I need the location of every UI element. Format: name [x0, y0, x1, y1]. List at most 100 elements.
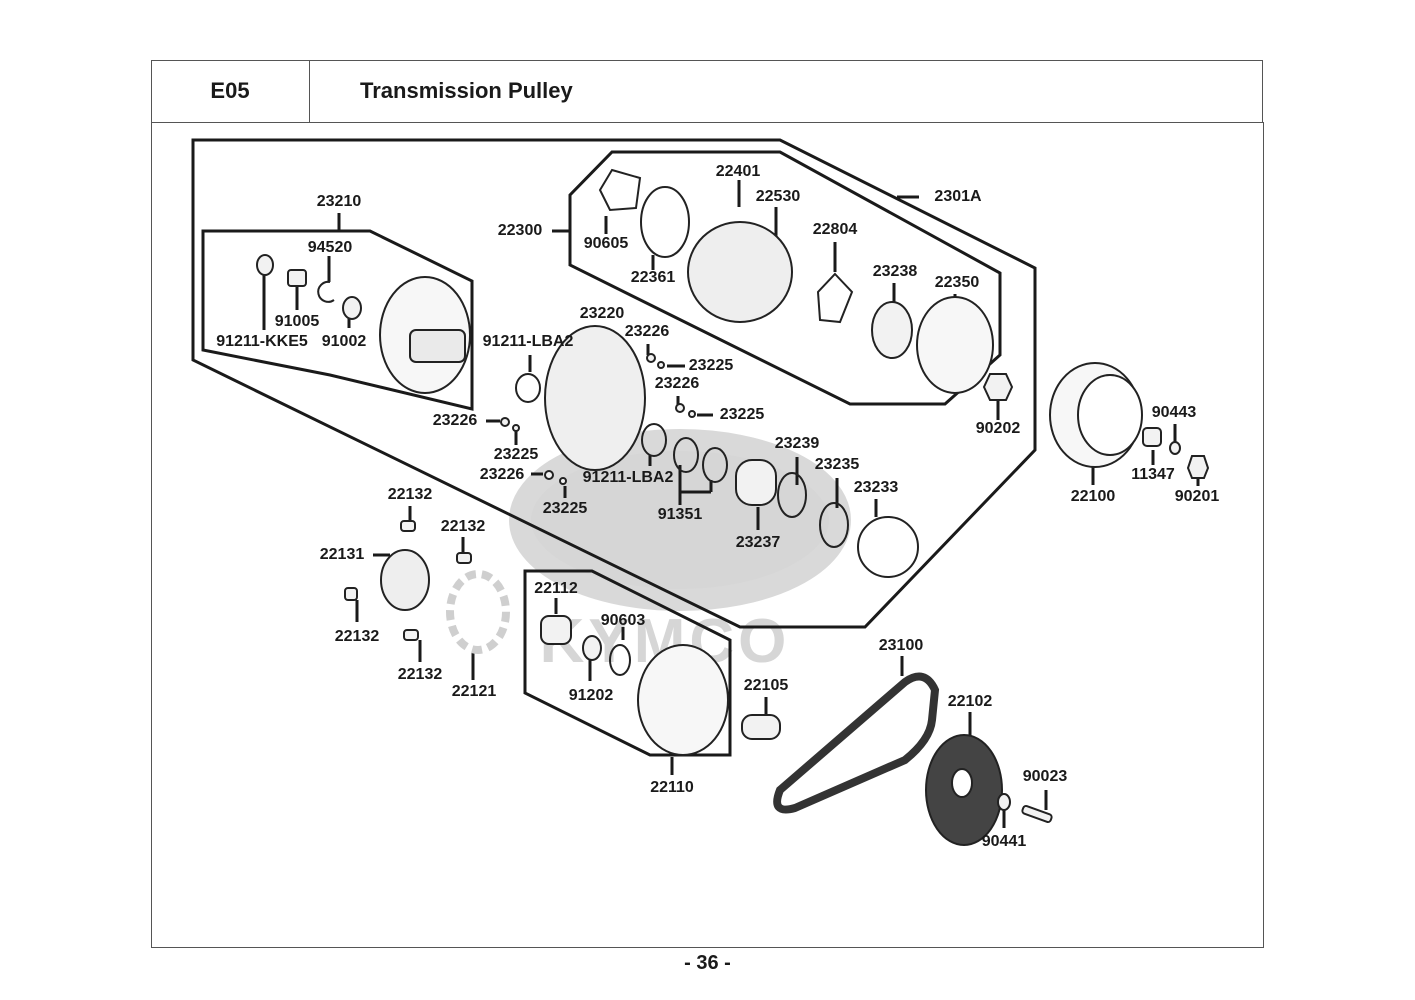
callout-label[interactable]: 23233 — [853, 479, 899, 496]
callout-label[interactable]: 23225 — [542, 500, 588, 517]
callout-label[interactable]: 91005 — [274, 313, 320, 330]
callout-label[interactable]: 22100 — [1070, 488, 1116, 505]
callout-label[interactable]: 90441 — [981, 833, 1027, 850]
callout-label[interactable]: 23238 — [872, 263, 918, 280]
callout-label[interactable]: 22804 — [812, 221, 858, 238]
part-22131 — [380, 549, 430, 611]
part-91351-a — [673, 437, 699, 473]
callout-label[interactable]: 22121 — [451, 683, 497, 700]
part-23225-d — [559, 477, 567, 485]
part-91351-b — [702, 447, 728, 483]
part-23100 — [773, 672, 940, 814]
outline-22110 — [523, 569, 732, 757]
callout-label[interactable]: 23235 — [814, 456, 860, 473]
part-23237 — [735, 459, 777, 506]
callout-label[interactable]: 23226 — [432, 412, 478, 429]
part-22361 — [640, 186, 690, 258]
callout-label[interactable]: 91211-LBA2 — [482, 333, 574, 350]
callout-label[interactable]: 90443 — [1151, 404, 1197, 421]
part-90603 — [609, 644, 631, 676]
callout-label[interactable]: 22112 — [534, 580, 578, 597]
callout-label[interactable]: 22530 — [755, 188, 801, 205]
callout-label[interactable]: 91211-LBA2 — [582, 469, 674, 486]
part-90023 — [1021, 804, 1053, 824]
part-91202 — [582, 635, 602, 661]
part-90605 — [598, 168, 642, 212]
part-11347 — [1142, 427, 1162, 447]
callout-label[interactable]: 23225 — [493, 446, 539, 463]
part-22100-inner — [1077, 374, 1143, 456]
part-drawings — [256, 168, 1210, 846]
header-frame — [151, 60, 1263, 122]
part-22132-c — [344, 587, 358, 601]
callout-label[interactable]: 23226 — [479, 466, 525, 483]
callout-label[interactable]: 91002 — [321, 333, 367, 350]
part-23226-d — [544, 470, 554, 480]
callout-label[interactable]: 90023 — [1022, 768, 1068, 785]
callout-label[interactable]: 91351 — [657, 506, 703, 523]
callout-label[interactable]: 11347 — [1131, 466, 1175, 483]
callout-label[interactable]: 22105 — [743, 677, 789, 694]
part-90443 — [1169, 441, 1181, 455]
callout-label[interactable]: 23100 — [878, 637, 924, 654]
part-91211-LBA2-b — [641, 423, 667, 457]
part-22105 — [741, 714, 781, 740]
part-23239 — [777, 472, 807, 518]
part-90201 — [1186, 455, 1210, 479]
callout-label[interactable]: 90603 — [600, 612, 646, 629]
page-number: - 36 - — [684, 952, 731, 974]
part-91211-LBA2-a — [515, 373, 541, 403]
part-23226-a — [646, 353, 656, 363]
callout-label[interactable]: 22300 — [497, 222, 543, 239]
part-23226-b — [675, 403, 685, 413]
part-23225-a — [657, 361, 665, 369]
callout-label[interactable]: 22131 — [319, 546, 365, 563]
callout-label[interactable]: 23239 — [774, 435, 820, 452]
callout-label[interactable]: 22102 — [947, 693, 993, 710]
callout-label[interactable]: 22110 — [650, 779, 694, 796]
part-91002 — [342, 296, 362, 320]
part-23225-c — [512, 424, 520, 432]
part-22112 — [540, 615, 572, 645]
callout-label[interactable]: 22132 — [334, 628, 380, 645]
callout-label[interactable]: 94520 — [307, 239, 353, 256]
callout-label[interactable]: 23225 — [688, 357, 734, 374]
callout-label[interactable]: 91211-KKE5 — [216, 333, 308, 350]
callout-label[interactable]: 23237 — [735, 534, 781, 551]
part-22132-b — [456, 552, 472, 564]
part-driven-face-hub — [409, 329, 466, 363]
callout-label[interactable]: 22132 — [387, 486, 433, 503]
diagram-frame — [151, 122, 1264, 948]
callout-label[interactable]: 23225 — [719, 406, 765, 423]
callout-label[interactable]: 22361 — [630, 269, 676, 286]
callout-label[interactable]: 90605 — [583, 235, 629, 252]
callout-label[interactable]: 23226 — [654, 375, 700, 392]
part-22132-a — [400, 520, 416, 532]
part-23233 — [857, 516, 919, 578]
part-91005 — [287, 269, 307, 287]
part-22132-d — [403, 629, 419, 641]
callout-label[interactable]: 90201 — [1174, 488, 1220, 505]
callout-label[interactable]: 22132 — [440, 518, 486, 535]
callout-label[interactable]: 22350 — [934, 274, 980, 291]
part-90441 — [997, 793, 1011, 811]
part-22530 — [687, 221, 793, 323]
part-23225-b — [688, 410, 696, 418]
callout-label[interactable]: 90202 — [975, 420, 1021, 437]
callout-label[interactable]: 23210 — [316, 193, 362, 210]
part-94520 — [317, 280, 335, 303]
callout-label[interactable]: 22132 — [397, 666, 443, 683]
callout-label[interactable]: 23220 — [579, 305, 625, 322]
part-22350 — [916, 296, 994, 394]
outline-2301A — [191, 138, 1037, 629]
callout-label[interactable]: 23226 — [624, 323, 670, 340]
part-22102-hub — [951, 768, 973, 798]
callout-label[interactable]: 2301A — [934, 188, 982, 205]
part-90202 — [982, 373, 1014, 401]
outline-23210 — [201, 229, 474, 411]
callout-label[interactable]: 91202 — [568, 687, 614, 704]
callout-label[interactable]: 22401 — [715, 163, 761, 180]
part-22804 — [816, 272, 854, 324]
part-91211-KKE5 — [256, 254, 274, 276]
outline-22300 — [568, 150, 1002, 406]
